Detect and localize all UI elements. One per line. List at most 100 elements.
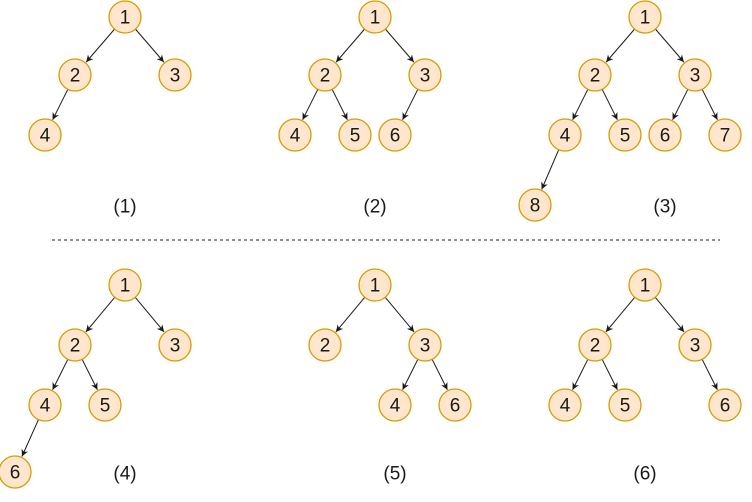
- tree-3-edge-a-b: [605, 28, 635, 63]
- node-circle: [108, 268, 142, 302]
- node-label: 4: [40, 126, 51, 147]
- tree-6-edge-a-c: [654, 296, 685, 333]
- tree-3-node: 8: [518, 188, 552, 222]
- tree-1-edge-b-d: [52, 89, 69, 121]
- node-label: 3: [690, 336, 701, 357]
- tree-1-caption: (1): [113, 197, 136, 218]
- tree-4-edge-d-f: [21, 419, 39, 457]
- node-circle: [438, 388, 472, 422]
- tree-3-node: 5: [608, 118, 642, 152]
- node-circle: [358, 268, 392, 302]
- tree-5-node: 4: [378, 388, 412, 422]
- node-label: 6: [10, 463, 21, 484]
- tree-1-node: 4: [28, 118, 62, 152]
- node-circle: [0, 455, 32, 489]
- tree-5-node: 1: [358, 268, 392, 302]
- node-label: 4: [40, 396, 51, 417]
- tree-3-node: 3: [678, 58, 712, 92]
- tree-3-node: 1: [628, 0, 662, 34]
- node-label: 6: [660, 126, 671, 147]
- node-circle: [608, 388, 642, 422]
- tree-3-node: 4: [548, 118, 582, 152]
- node-circle: [378, 388, 412, 422]
- node-label: 3: [420, 336, 431, 357]
- node-circle: [678, 328, 712, 362]
- tree-6-edge-c-f: [701, 359, 718, 391]
- tree-1-edge-a-c: [135, 28, 165, 63]
- tree-2-edge-b-e: [331, 89, 348, 121]
- tree-5-edge-a-c: [384, 296, 415, 333]
- tree-3-edge-d-h: [541, 149, 560, 190]
- node-circle: [158, 58, 192, 92]
- tree-3-edge-c-g: [701, 89, 718, 121]
- tree-4-edge-a-b: [85, 296, 116, 333]
- tree-2-edge-a-c: [385, 28, 415, 63]
- tree-2-node: 3: [408, 58, 442, 92]
- tree-4-edge-b-d: [52, 359, 69, 391]
- tree-2-caption: (2): [363, 197, 386, 218]
- tree-2-node: 5: [338, 118, 372, 152]
- tree-5-edge-a-b: [335, 296, 366, 333]
- node-circle: [28, 388, 62, 422]
- tree-5-edge-c-e: [431, 359, 448, 391]
- tree-4-node: 5: [88, 388, 122, 422]
- tree-2-edge-c-f: [402, 89, 419, 121]
- tree-2-node: 1: [358, 0, 392, 34]
- tree-2-edge-a-b: [335, 28, 365, 63]
- node-circle: [308, 328, 342, 362]
- node-label: 1: [370, 276, 381, 297]
- tree-3-edge-a-c: [655, 28, 685, 63]
- node-label: 5: [620, 126, 631, 147]
- node-circle: [338, 118, 372, 152]
- node-label: 5: [620, 396, 631, 417]
- node-label: 4: [290, 126, 301, 147]
- node-circle: [648, 118, 682, 152]
- node-circle: [358, 0, 392, 34]
- tree-5-node: 6: [438, 388, 472, 422]
- node-label: 4: [560, 126, 571, 147]
- node-circle: [28, 118, 62, 152]
- tree-6-edge-b-e: [601, 359, 618, 391]
- node-label: 1: [370, 8, 381, 29]
- tree-4-edge-a-c: [134, 296, 165, 333]
- tree-1-node: 2: [58, 58, 92, 92]
- tree-5-caption: (5): [383, 464, 406, 485]
- tree-6-node: 4: [548, 388, 582, 422]
- tree-6-caption: (6): [633, 464, 656, 485]
- node-label: 5: [100, 396, 111, 417]
- tree-2-edge-b-d: [302, 89, 319, 121]
- tree-3-edge-c-f: [672, 89, 689, 121]
- node-circle: [578, 58, 612, 92]
- tree-4-edge-b-e: [81, 359, 98, 391]
- node-label: 1: [120, 8, 131, 29]
- node-circle: [158, 328, 192, 362]
- tree-4-node: 2: [58, 328, 92, 362]
- tree-6-edge-a-b: [605, 296, 636, 333]
- node-circle: [708, 388, 742, 422]
- tree-4-node: 3: [158, 328, 192, 362]
- node-circle: [88, 388, 122, 422]
- tree-5-node: 2: [308, 328, 342, 362]
- tree-6-node: 1: [628, 268, 662, 302]
- tree-4-caption: (4): [113, 464, 136, 485]
- tree-3-caption: (3): [653, 197, 676, 218]
- node-circle: [408, 328, 442, 362]
- tree-5-edge-c-d: [402, 359, 419, 391]
- node-label: 5: [350, 126, 361, 147]
- node-circle: [378, 118, 412, 152]
- tree-1-edge-a-b: [85, 28, 115, 63]
- tree-2-node: 4: [278, 118, 312, 152]
- tree-6-node: 5: [608, 388, 642, 422]
- tree-6-node: 3: [678, 328, 712, 362]
- node-circle: [518, 188, 552, 222]
- node-label: 2: [590, 336, 601, 357]
- tree-6-edge-b-d: [572, 359, 589, 391]
- node-label: 1: [120, 276, 131, 297]
- tree-4-node: 4: [28, 388, 62, 422]
- node-label: 2: [590, 66, 601, 87]
- node-circle: [58, 328, 92, 362]
- node-label: 4: [390, 396, 401, 417]
- node-label: 8: [530, 196, 541, 217]
